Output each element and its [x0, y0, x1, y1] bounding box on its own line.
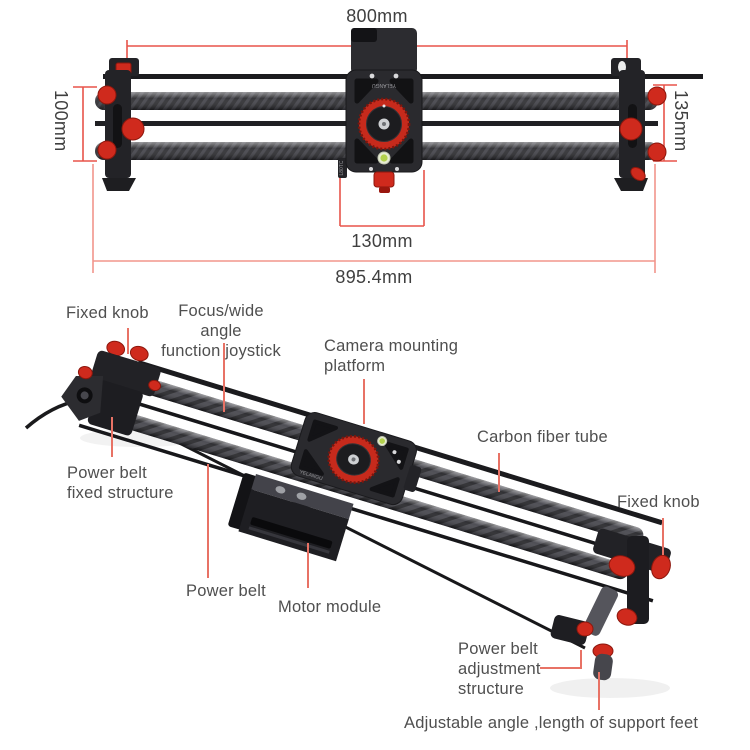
red-knob [129, 345, 149, 362]
slider-perspective-view: YELANGU [24, 328, 671, 710]
dimension-top-width: 800mm [346, 6, 408, 26]
label-support-feet: Adjustable angle ,length of support feet [404, 714, 699, 732]
dimension-left-height: 100mm [51, 90, 71, 152]
carriage-front: YELANGU L80TC [338, 28, 423, 193]
label-power-belt-adjustment: Power belt adjustment structure [458, 640, 541, 698]
overall-length-dimension [92, 164, 656, 273]
carriage-3d: YELANGU [290, 411, 422, 506]
red-knob [77, 366, 93, 380]
dimension-130-line [339, 170, 425, 227]
left-end-front [97, 58, 145, 191]
leader-lines [111, 328, 664, 710]
fixed-knob-target [651, 554, 671, 580]
dimension-895-line [92, 164, 656, 273]
red-knob [97, 140, 117, 160]
label-carbon-tube: Carbon fiber tube [477, 428, 608, 446]
red-knob [97, 85, 117, 105]
red-knob [576, 621, 594, 637]
label-joystick: Focus/wide angle function joystick [161, 302, 281, 360]
support-foot [593, 653, 613, 681]
left-end-3d [61, 340, 162, 436]
red-knob [616, 608, 638, 626]
label-fixed-knob-right: Fixed knob [617, 493, 700, 511]
red-knob [619, 117, 643, 141]
dimension-100-line [73, 86, 97, 162]
slider-front-view: YELANGU L80TC [73, 28, 703, 273]
angle-link [583, 586, 619, 636]
brand-text-front: YELANGU [372, 82, 396, 88]
label-power-belt-fixed: Power belt fixed structure [67, 464, 174, 502]
label-fixed-knob-left: Fixed knob [66, 304, 149, 322]
carriage-lock-knob [373, 171, 395, 188]
right-foot-front [614, 178, 648, 191]
label-motor-module: Motor module [278, 598, 382, 616]
leader-power-belt-adjustment [540, 650, 582, 669]
plate-cutouts [354, 78, 414, 164]
adjustment-dial-3d [327, 434, 380, 484]
label-camera-platform: Camera mounting platform [324, 337, 459, 375]
left-foot-front [102, 178, 136, 191]
motor-module-3d [228, 473, 354, 562]
right-end-front [611, 58, 667, 191]
dimension-overall-length: 895.4mm [335, 267, 413, 287]
red-knob [647, 86, 667, 106]
model-text-front: L80TC [339, 160, 345, 175]
red-knob [608, 555, 636, 577]
right-end-3d [550, 528, 671, 681]
belt-return-3d [78, 423, 654, 603]
adjustment-dial-front [357, 97, 411, 151]
dimension-right-height: 135mm [671, 90, 691, 152]
red-knob [647, 142, 667, 162]
dimension-carriage-width: 130mm [351, 231, 413, 251]
belt-adjustment-clamp [550, 615, 590, 645]
red-knob [121, 117, 145, 141]
label-power-belt: Power belt [186, 582, 266, 600]
joystick-knob [148, 379, 162, 392]
red-knob [630, 166, 646, 182]
